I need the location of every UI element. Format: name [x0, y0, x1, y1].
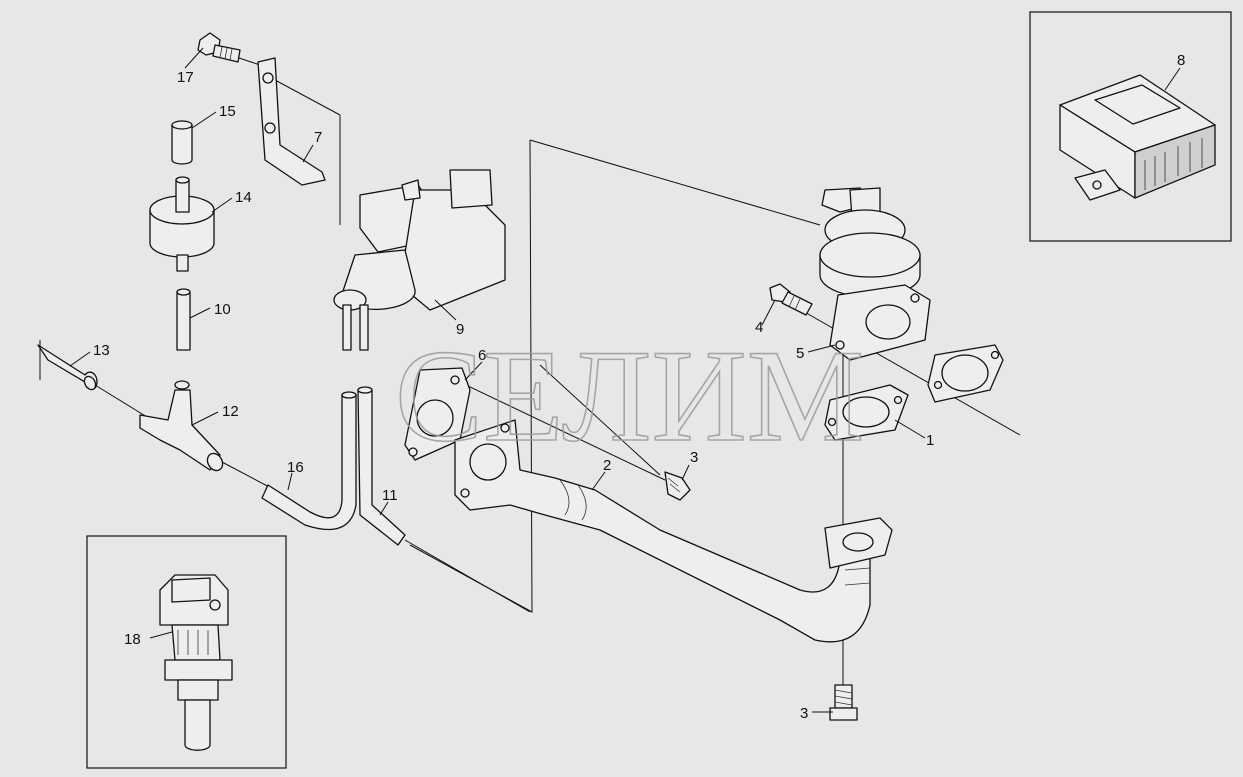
part-1-gasket — [824, 344, 1004, 441]
part-2-egr-pipe — [454, 419, 893, 643]
part-8-control-unit — [1059, 74, 1216, 201]
part-3-bolt-lower — [829, 684, 858, 721]
callout-13: 13 — [93, 342, 110, 359]
part-18-sensor — [159, 574, 233, 751]
part-6-gasket — [404, 367, 471, 461]
part-4-bolt — [769, 283, 813, 316]
projection-plane — [409, 139, 821, 613]
part-14-damper — [149, 176, 215, 272]
part-17-bolt — [197, 32, 241, 63]
callout-labels: 1 2 3 3 4 5 6 7 8 9 10 11 12 13 14 15 16… — [93, 52, 1185, 722]
callout-3-upper: 3 — [690, 449, 698, 466]
part-10-tube — [176, 288, 191, 351]
part-12-tee — [139, 380, 224, 472]
part-16-tube — [261, 391, 357, 531]
part-9-solenoid-valve — [333, 169, 506, 351]
callout-18: 18 — [124, 631, 141, 648]
callout-15: 15 — [219, 103, 236, 120]
callout-16: 16 — [287, 459, 304, 476]
callout-9: 9 — [456, 321, 464, 338]
part-13-hose — [37, 344, 98, 391]
part-11-tube — [357, 386, 406, 546]
callout-5: 5 — [796, 345, 804, 362]
callout-8: 8 — [1177, 52, 1185, 69]
callout-1: 1 — [926, 432, 934, 449]
part-3-bolt-upper — [664, 471, 691, 501]
callout-3-lower: 3 — [800, 705, 808, 722]
watermark-text: СЕЛИМ — [395, 322, 864, 469]
part-15-cap — [171, 120, 193, 165]
part-5-egr-valve — [819, 187, 931, 361]
leader-lines — [69, 47, 1181, 713]
part-7-bracket — [257, 57, 326, 186]
callout-12: 12 — [222, 403, 239, 420]
callout-4: 4 — [755, 319, 763, 336]
callout-17: 17 — [177, 69, 194, 86]
callout-6: 6 — [478, 347, 486, 364]
callout-14: 14 — [235, 189, 252, 206]
callout-2: 2 — [603, 457, 611, 474]
callout-11: 11 — [382, 487, 398, 504]
callout-10: 10 — [214, 301, 231, 318]
callout-7: 7 — [314, 129, 322, 146]
